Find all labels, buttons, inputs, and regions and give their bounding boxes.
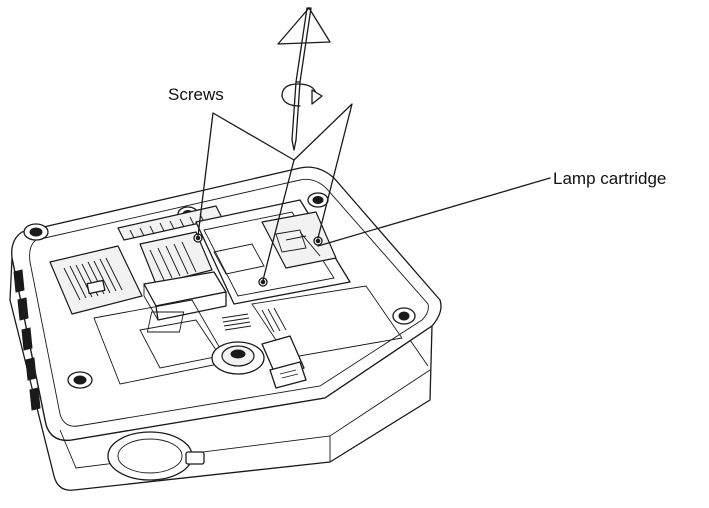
screw-icon — [193, 233, 203, 243]
latch-button — [261, 335, 307, 389]
side-grille-right — [261, 307, 287, 333]
side-vent — [13, 269, 41, 411]
lens — [107, 431, 205, 481]
foot-icon — [67, 371, 93, 389]
rotation-arrow-icon — [281, 83, 323, 107]
dot-grille — [146, 311, 252, 333]
callout-lines — [197, 103, 551, 281]
bottom-panel-features — [49, 199, 429, 389]
foot-adjuster — [211, 341, 265, 375]
lamp-cartridge — [261, 211, 337, 269]
foot-icon — [392, 307, 416, 325]
foot-icon — [23, 223, 49, 241]
lamp-cartridge-label: Lamp cartridge — [553, 169, 667, 188]
screws-label: Screws — [168, 85, 224, 104]
center-grille — [149, 241, 197, 281]
foot-icon — [307, 192, 329, 208]
screwdriver-icon — [277, 7, 331, 151]
